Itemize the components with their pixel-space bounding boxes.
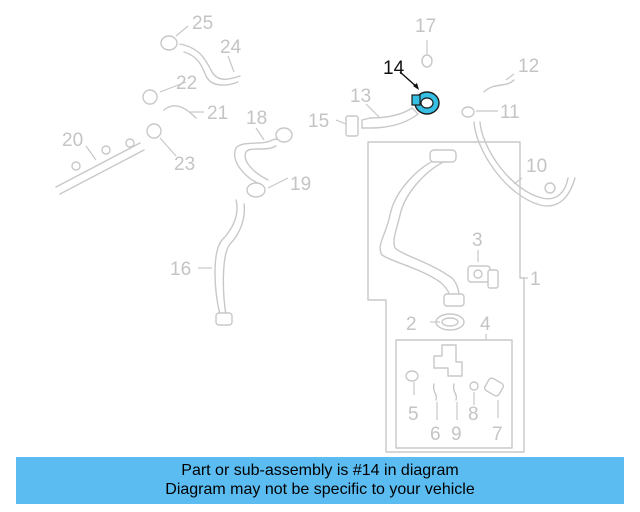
callout-24: 24: [220, 37, 242, 58]
callout-12: 12: [518, 56, 539, 77]
callout-25: 25: [192, 13, 213, 34]
callout-19: 19: [290, 174, 311, 195]
callout-22: 22: [176, 73, 197, 94]
callout-14: 14: [383, 58, 405, 79]
part-12-hook: [483, 79, 515, 93]
part-22-clamp: [142, 89, 158, 105]
part-25-clamp: [160, 35, 178, 51]
part-23-clamp: [146, 123, 162, 139]
part-18-hose: [233, 137, 283, 186]
callout-17: 17: [415, 16, 436, 37]
part-20-pipe: [55, 138, 145, 195]
part-19-clamps: [246, 127, 293, 198]
callout-7: 7: [492, 424, 503, 445]
part-17-washer: [421, 54, 433, 68]
callout-5: 5: [408, 404, 419, 425]
info-banner: Part or sub-assembly is #14 in diagram D…: [16, 457, 624, 504]
callout-8: 8: [468, 404, 479, 425]
parts-diagram: 1 2 3 4 5 6 7 8 9 10 11 12 13 14 15 16 1…: [55, 13, 576, 453]
callout-4: 4: [480, 314, 491, 335]
callout-11: 11: [500, 102, 520, 123]
callout-1: 1: [530, 269, 541, 290]
part-3-sensor: [467, 265, 499, 289]
banner-line-1: Part or sub-assembly is #14 in diagram: [181, 462, 459, 479]
part-13-hose: [361, 107, 419, 129]
part-4-box: [395, 339, 513, 449]
callout-15: 15: [308, 111, 329, 132]
callout-6: 6: [430, 424, 441, 445]
callout-10: 10: [526, 156, 547, 177]
callout-21: 21: [207, 103, 228, 124]
part-2-clamp: [435, 313, 465, 331]
callout-9: 9: [451, 424, 462, 445]
callout-20: 20: [62, 130, 83, 151]
part-14-clamp-highlighted: [411, 91, 440, 115]
part-11-ring: [461, 106, 475, 118]
callout-3: 3: [472, 230, 483, 251]
part-upper-hose: [379, 157, 452, 306]
callout-13: 13: [350, 86, 371, 107]
part-15-bracket: [345, 115, 359, 137]
part-4-contents: [405, 344, 505, 401]
part-10-pipe: [473, 121, 576, 207]
part-16-hose: [214, 199, 246, 326]
banner-line-2: Diagram may not be specific to your vehi…: [165, 481, 475, 498]
part-21-hose: [163, 105, 197, 119]
callout-23: 23: [174, 154, 195, 175]
part-24-hose: [179, 43, 241, 80]
callout-16: 16: [170, 259, 191, 280]
callout-2: 2: [406, 314, 417, 335]
callout-18: 18: [246, 108, 267, 129]
